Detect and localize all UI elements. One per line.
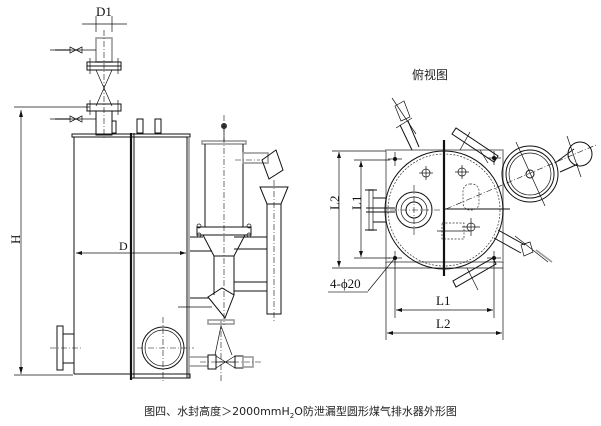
label-h: H — [8, 235, 23, 244]
vent-nozzle — [111, 120, 117, 134]
left-flange — [365, 189, 395, 231]
top-view-title: 俯视图 — [412, 67, 448, 82]
valve-lower-right — [493, 229, 553, 263]
figure-caption: 图四、水封高度＞2000mmH2O防泄漏型圆形煤气排水器外形图 — [0, 403, 601, 420]
caption-suffix: O防泄漏型圆形煤气排水器外形图 — [294, 405, 457, 418]
pipe-upper-right — [451, 127, 499, 164]
main-vessel — [71, 133, 191, 380]
drain-flange — [50, 325, 82, 371]
leader-bolt-holes — [367, 257, 396, 292]
label-l1-horizontal: L1 — [436, 293, 450, 308]
outlet-elbow — [235, 149, 284, 180]
overflow-pipe — [234, 180, 289, 322]
top-nozzle-2 — [154, 118, 162, 134]
top-view: 俯视图 — [327, 67, 597, 340]
nozzle-holes — [419, 165, 480, 236]
manhole — [137, 317, 194, 382]
label-l1-vertical: L1 — [349, 196, 364, 210]
side-valve-lower — [50, 115, 96, 123]
outlet-flange-wheel — [445, 135, 597, 210]
hidden-pipe — [462, 183, 480, 211]
valve-upper-left — [391, 97, 420, 151]
separator-column — [178, 115, 252, 325]
top-nozzle-1 — [136, 118, 144, 134]
side-valve-upper — [50, 46, 96, 54]
label-d: D — [119, 239, 128, 253]
label-l2-horizontal: L2 — [436, 316, 450, 331]
caption-subscript: 2 — [289, 412, 295, 421]
bottom-valve — [189, 319, 262, 382]
label-l2-vertical: L2 — [327, 196, 342, 210]
caption-prefix: 图四、水封高度＞2000mmH — [144, 405, 290, 418]
front-view: D1 — [8, 4, 289, 382]
inlet-pipe — [86, 30, 122, 140]
label-d1: D1 — [96, 4, 112, 19]
inlet-port — [390, 185, 442, 235]
pipe-lower-right — [452, 257, 497, 291]
label-bolt-holes: 4-ϕ20 — [330, 276, 361, 291]
